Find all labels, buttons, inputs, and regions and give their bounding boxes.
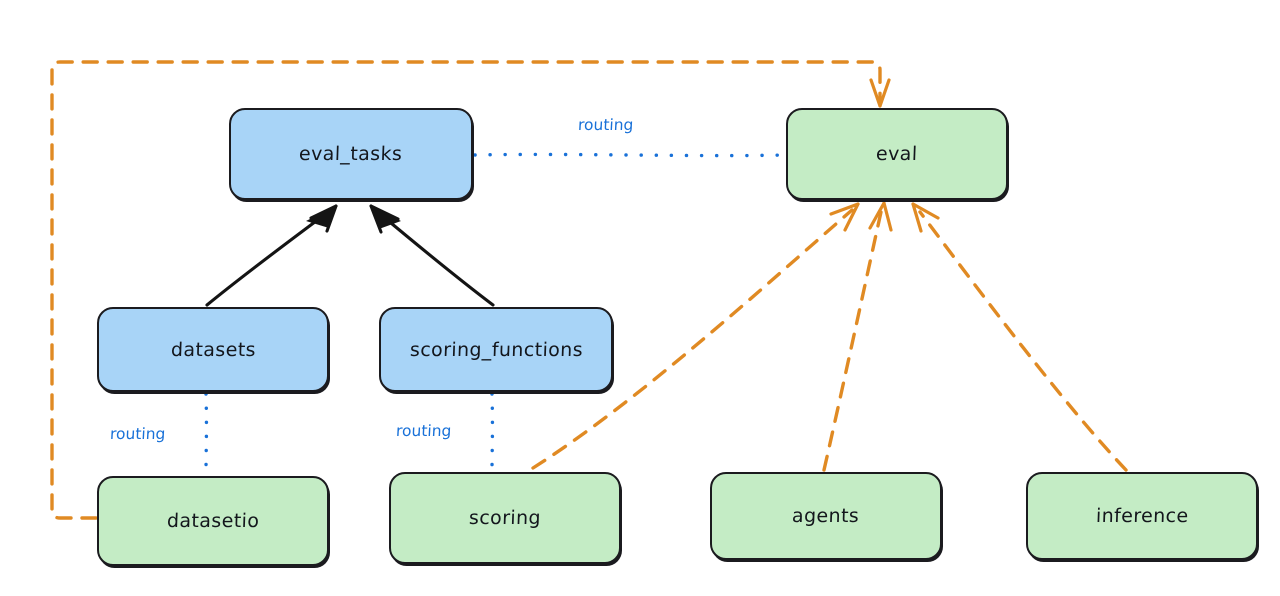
edge-agents-to-eval: [822, 201, 893, 472]
node-label: eval_tasks: [298, 143, 404, 165]
edge-inference-to-eval: [911, 202, 1128, 472]
node-label: datasets: [170, 338, 256, 361]
node-label: scoring_functions: [409, 338, 583, 361]
node-label: scoring: [468, 507, 542, 529]
node-label: eval: [875, 143, 919, 165]
node-agents[interactable]: agents: [710, 472, 942, 560]
edge-label-routing-datasets-datasetio: routing: [109, 425, 166, 443]
node-scoring-functions[interactable]: scoring_functions: [379, 307, 613, 392]
node-eval-tasks[interactable]: eval_tasks: [229, 108, 473, 200]
node-label: agents: [792, 505, 860, 527]
node-datasetio[interactable]: datasetio: [97, 476, 329, 566]
edge-scoring-functions-to-eval-tasks: [369, 204, 495, 307]
node-inference[interactable]: inference: [1026, 472, 1258, 560]
edge-datasets-to-eval-tasks: [205, 204, 338, 307]
edge-label-routing-scoring-functions-scoring: routing: [395, 422, 452, 440]
node-label: inference: [1095, 505, 1189, 527]
node-label: datasetio: [166, 510, 260, 532]
edge-eval-tasks-to-eval: [473, 152, 786, 158]
node-datasets[interactable]: datasets: [97, 307, 329, 392]
node-eval[interactable]: eval: [786, 108, 1008, 200]
edge-label-routing-eval-tasks-eval: routing: [577, 116, 634, 134]
node-scoring[interactable]: scoring: [389, 472, 621, 564]
